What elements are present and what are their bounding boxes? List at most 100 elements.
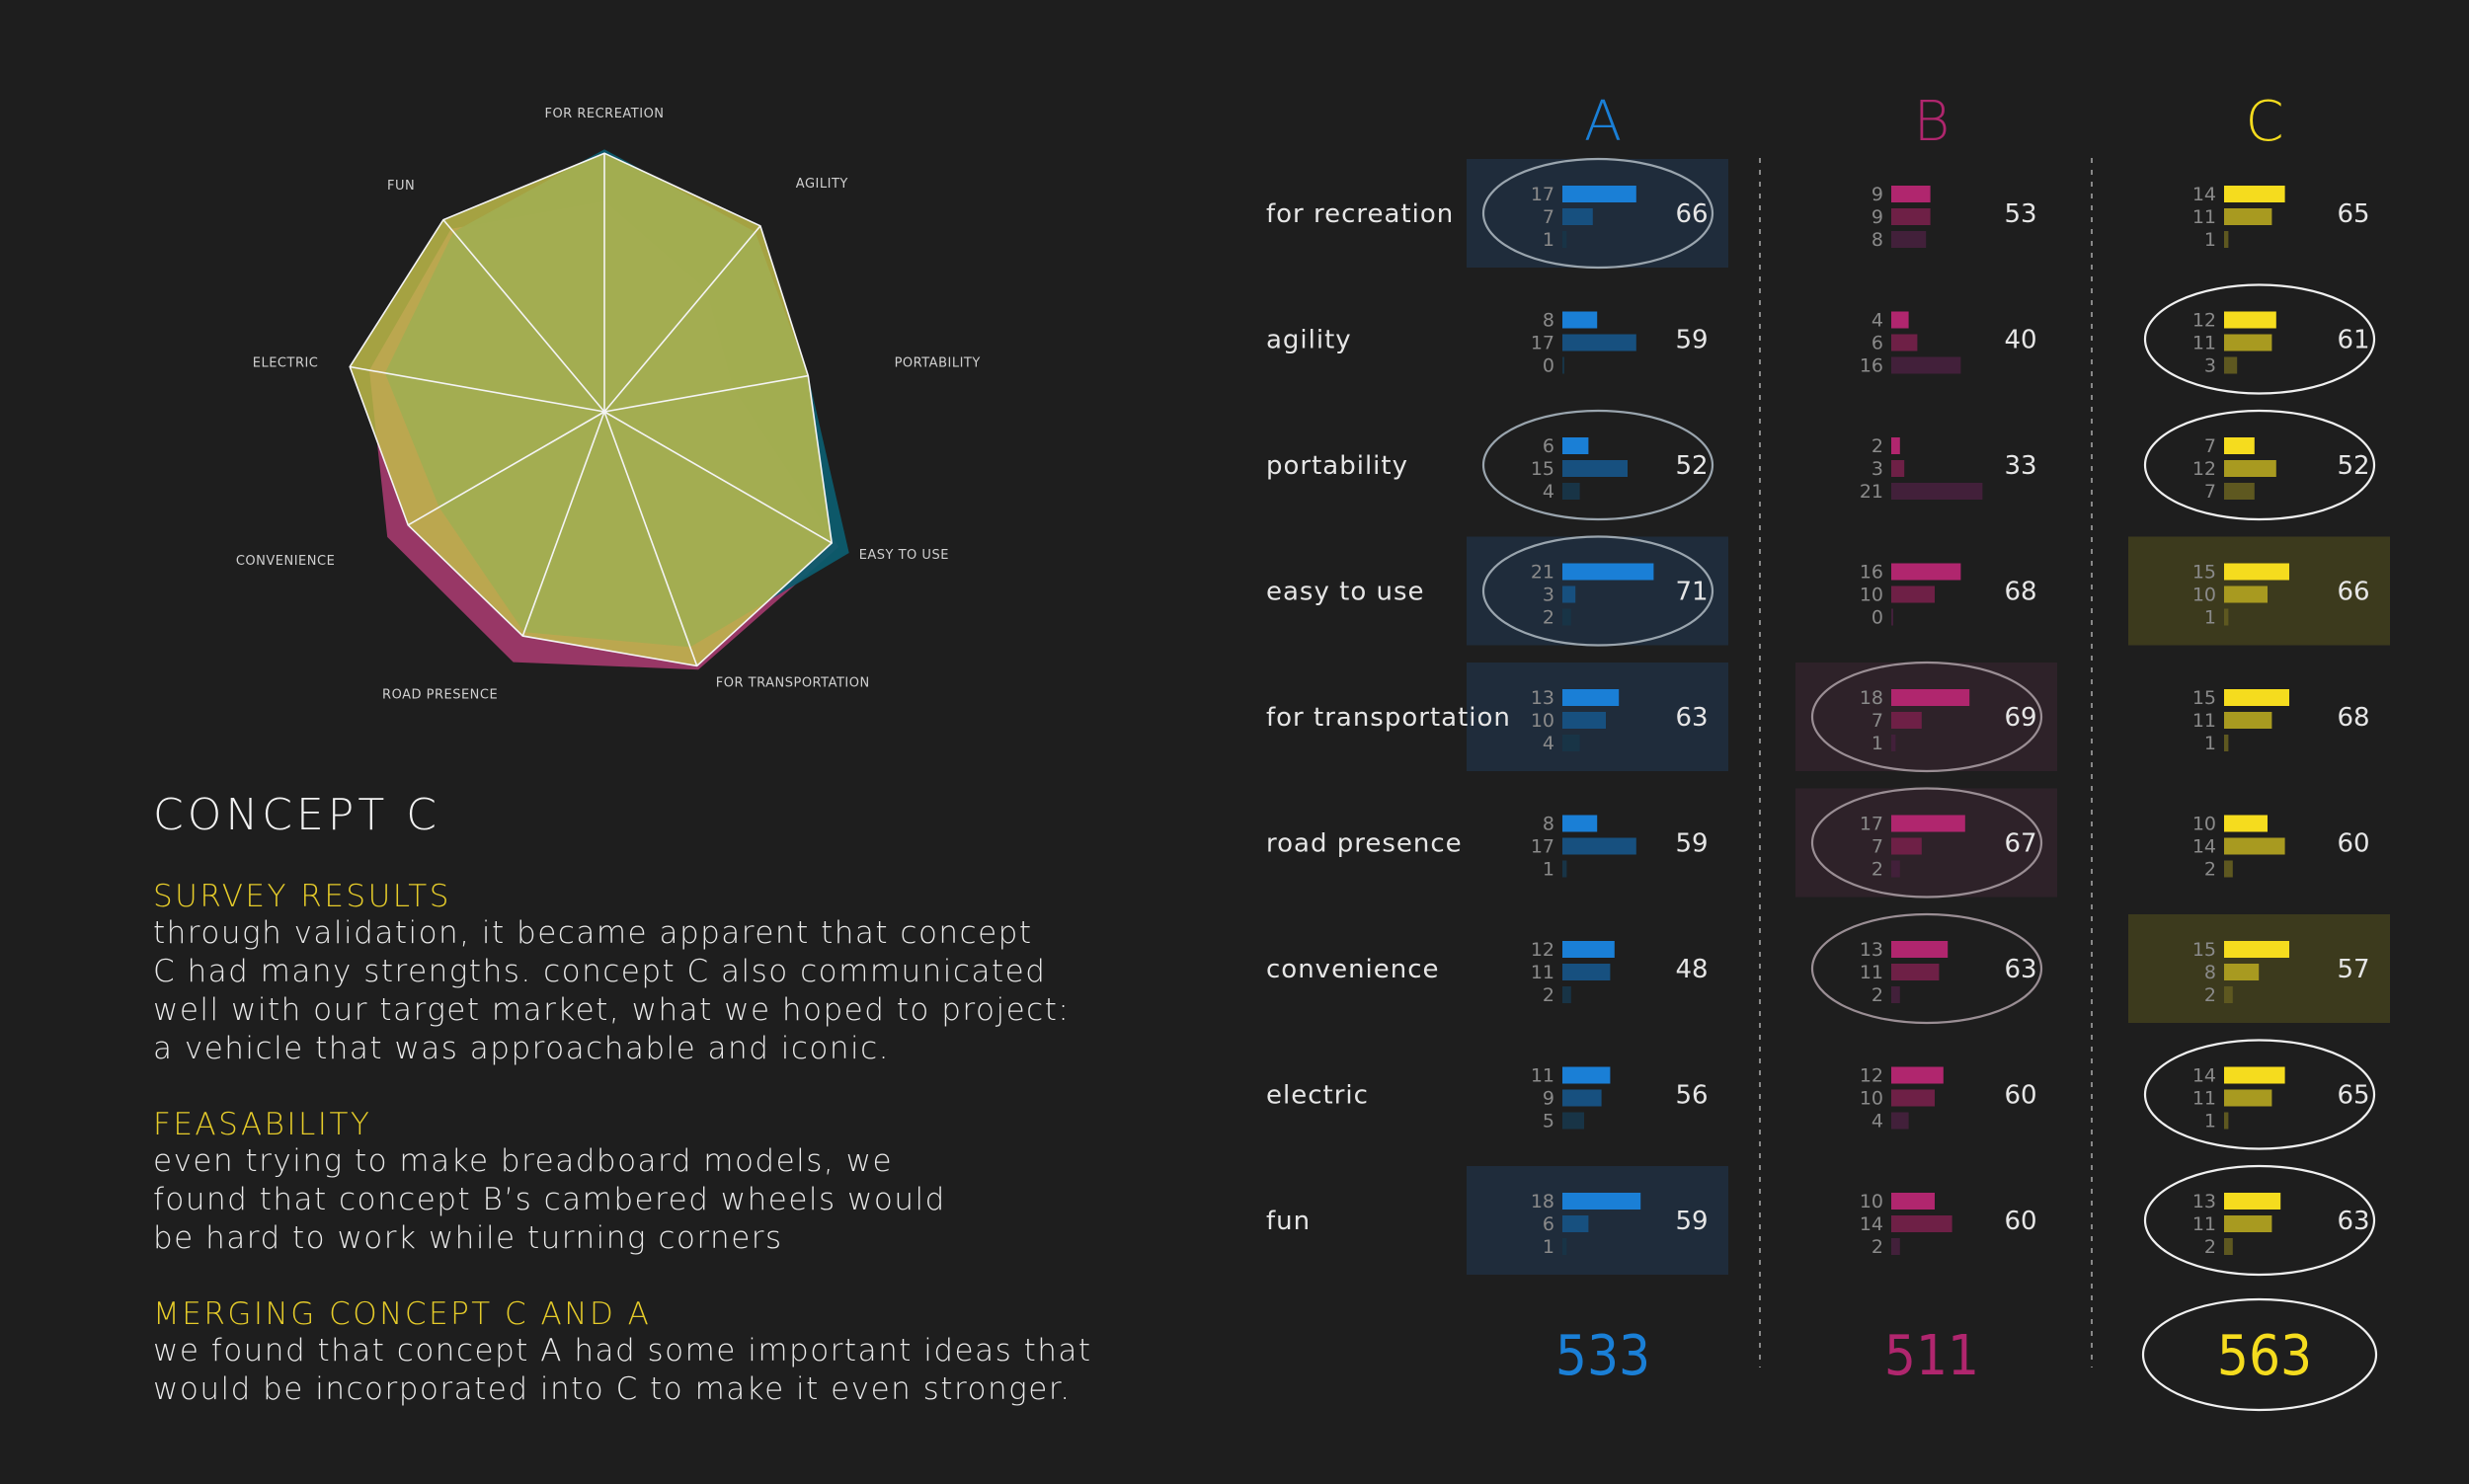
- count-bar: [1562, 689, 1620, 706]
- radar-axis-label: FUN: [387, 179, 415, 194]
- count-bar: [2224, 356, 2238, 374]
- count-label: 6: [1543, 435, 1554, 457]
- count-label: 9: [1872, 206, 1883, 228]
- count-bar: [1891, 735, 1896, 751]
- count-bar: [1562, 1089, 1602, 1107]
- count-bar: [1891, 208, 1931, 225]
- count-bar: [1562, 1238, 1567, 1255]
- row-label: easy to use: [1266, 578, 1425, 607]
- score-value: 52: [1675, 451, 1708, 481]
- score-value: 53: [2004, 199, 2036, 229]
- section-feasability: FEASABILITY even trying to make breadboa…: [153, 1107, 1121, 1258]
- count-bar: [1891, 563, 1961, 581]
- body-line: even trying to make breadboard models, w…: [153, 1143, 894, 1179]
- count-label: 14: [1860, 1213, 1883, 1235]
- row-label: road presence: [1266, 829, 1463, 859]
- count-bar: [2224, 483, 2255, 500]
- count-label: 11: [2192, 333, 2216, 354]
- count-label: 12: [1531, 939, 1554, 961]
- count-bar: [1562, 608, 1571, 626]
- count-bar: [1891, 586, 1935, 603]
- count-bar: [1562, 1066, 1611, 1084]
- count-label: 9: [1872, 184, 1883, 205]
- count-bar: [2224, 941, 2289, 958]
- count-label: 8: [1543, 814, 1554, 835]
- score-circle: [2143, 283, 2376, 395]
- count-label: 4: [1543, 733, 1554, 754]
- score-value: 63: [2004, 955, 2036, 984]
- score-circle: [2141, 1297, 2378, 1412]
- count-label: 10: [2192, 585, 2216, 606]
- count-label: 3: [1872, 458, 1883, 480]
- total-value-A: 533: [1555, 1324, 1650, 1388]
- row-label: electric: [1266, 1081, 1369, 1111]
- radar-axis-label: AGILITY: [796, 177, 848, 192]
- score-circle: [1481, 157, 1714, 270]
- count-label: 7: [1872, 710, 1883, 732]
- total-value-C: 563: [2217, 1324, 2312, 1388]
- row-label: portability: [1266, 451, 1408, 481]
- count-bar: [2224, 689, 2289, 706]
- body-line: be hard to work while turning corners: [153, 1220, 783, 1256]
- body-line: C had many strengths. concept C also com…: [153, 954, 1047, 989]
- count-label: 2: [1543, 607, 1554, 629]
- radar-axis-label: FOR RECREATION: [544, 107, 664, 121]
- count-bar: [2224, 860, 2233, 878]
- section-body: we found that concept A had some importa…: [153, 1332, 1121, 1409]
- count-label: 11: [2192, 1213, 2216, 1235]
- count-label: 4: [1543, 481, 1554, 503]
- score-value: 66: [2337, 578, 2369, 607]
- count-bar: [1562, 1112, 1584, 1130]
- count-bar: [1891, 231, 1927, 248]
- score-value: 59: [1675, 829, 1708, 859]
- count-label: 2: [2204, 1236, 2216, 1258]
- score-circle: [2143, 1164, 2376, 1277]
- count-bar: [1891, 483, 1983, 500]
- count-label: 4: [1872, 310, 1883, 332]
- score-value: 59: [1675, 1207, 1708, 1236]
- column-header-A: A: [1584, 90, 1622, 154]
- radar-axis-label: CONVENIENCE: [236, 554, 335, 569]
- section-heading: FEASABILITY: [153, 1107, 372, 1142]
- count-bar: [1891, 334, 1918, 351]
- body-line: well with our target market, what we hop…: [153, 992, 1071, 1028]
- count-bar: [1562, 311, 1598, 329]
- count-bar: [1562, 1193, 1641, 1210]
- count-bar: [1891, 1215, 1952, 1232]
- score-value: 67: [2004, 829, 2036, 859]
- count-label: 11: [2192, 206, 2216, 228]
- count-label: 18: [1531, 1191, 1554, 1212]
- radar-axis-label: PORTABILITY: [895, 355, 981, 370]
- count-bar: [1562, 860, 1567, 878]
- count-bar: [2224, 837, 2285, 855]
- section-body: even trying to make breadboard models, w…: [153, 1142, 1121, 1258]
- count-label: 21: [1531, 562, 1554, 584]
- count-bar: [1562, 941, 1615, 958]
- count-bar: [1891, 460, 1905, 477]
- count-bar: [1562, 837, 1636, 855]
- score-value: 63: [1675, 703, 1708, 733]
- count-bar: [1891, 712, 1922, 729]
- count-label: 6: [1543, 1213, 1554, 1235]
- count-label: 14: [2192, 836, 2216, 858]
- radar-spoke: [407, 411, 605, 526]
- count-bar: [1562, 334, 1636, 351]
- count-bar: [1891, 860, 1900, 878]
- score-circle: [1481, 535, 1714, 647]
- count-label: 8: [2204, 962, 2216, 983]
- radar-spoke: [603, 411, 833, 544]
- count-label: 11: [1531, 1065, 1554, 1087]
- score-circle: [1810, 912, 2043, 1025]
- score-circle: [2143, 409, 2376, 521]
- score-circle: [1810, 787, 2043, 898]
- score-circle: [1481, 409, 1714, 521]
- count-bar: [1562, 437, 1589, 454]
- radar-spoke: [350, 365, 605, 413]
- count-bar: [1562, 208, 1593, 225]
- count-bar: [2224, 1089, 2272, 1107]
- page-title: CONCEPT C: [153, 790, 440, 840]
- count-label: 8: [1543, 310, 1554, 332]
- row-label: agility: [1266, 326, 1352, 355]
- count-label: 7: [1543, 206, 1554, 228]
